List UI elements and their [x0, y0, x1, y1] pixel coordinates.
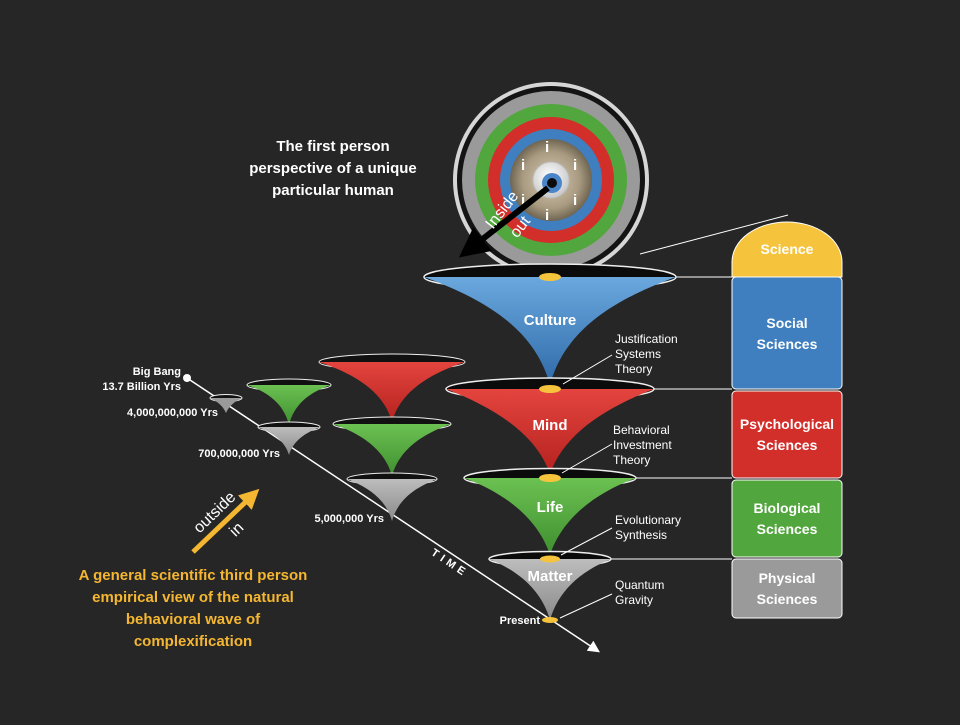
svg-text:i: i: [545, 139, 549, 156]
svg-text:i: i: [573, 192, 577, 209]
life-label: Life: [537, 499, 564, 516]
theory-labels: Justification Systems Theory Behavioral …: [559, 332, 681, 619]
box-social-label-2: Sciences: [757, 336, 818, 352]
footer-line-2: empirical view of the natural: [92, 589, 294, 606]
svg-text:i: i: [521, 192, 525, 209]
science-boxes: Science Social Sciences Psychological Sc…: [731, 221, 843, 619]
time-label-5-million: 5,000,000 Yrs: [314, 513, 384, 525]
time-label-present: Present: [500, 615, 541, 627]
mind-label: Mind: [533, 417, 568, 434]
svg-text:i: i: [573, 157, 577, 174]
outside-in-arrow-icon: [191, 488, 260, 554]
funnel-700-million: [246, 378, 332, 455]
svg-text:i: i: [521, 157, 525, 174]
matter-theory-line-2: Gravity: [615, 593, 653, 607]
funnel-mind: Mind: [445, 377, 655, 474]
inside-out-arrow-icon: [458, 185, 550, 258]
funnel-culture: Culture: [423, 263, 677, 385]
culture-theory-line-3: Theory: [615, 362, 652, 376]
box-biological-sciences: [731, 479, 843, 558]
main-funnel: Culture Mind Life Matter: [423, 263, 677, 623]
funnel-4-billion: [209, 394, 243, 413]
culture-label: Culture: [524, 312, 577, 329]
culture-theory-line-1: Justification: [615, 332, 678, 346]
box-science-label: Science: [761, 241, 814, 257]
funnel-5-million: [318, 353, 466, 521]
big-bang-label-1: Big Bang: [133, 366, 181, 378]
mind-theory-line-2: Investment: [613, 438, 672, 452]
perspective-caption-line-1: The first person: [276, 138, 389, 155]
life-theory-line-2: Synthesis: [615, 528, 667, 542]
footer-line-3: behavioral wave of: [126, 611, 261, 628]
box-psychological-label-2: Sciences: [757, 437, 818, 453]
box-social-label-1: Social: [766, 315, 807, 331]
footer-line-1: A general scientific third person: [79, 567, 308, 584]
outside-in-indicator: outside in: [190, 488, 260, 554]
outside-in-label-2: in: [226, 519, 247, 540]
funnel-matter: Matter: [488, 550, 612, 623]
mind-theory-line-1: Behavioral: [613, 423, 670, 437]
eye-pupil-icon: [547, 178, 557, 188]
box-physical-label-2: Sciences: [757, 591, 818, 607]
box-physical-sciences: [731, 558, 843, 619]
first-person-circle: i i i i i i Inside out: [453, 82, 649, 278]
footer-line-4: complexification: [134, 633, 252, 650]
time-label-700-million: 700,000,000 Yrs: [198, 448, 280, 460]
box-biological-label-2: Sciences: [757, 521, 818, 537]
perspective-caption-line-3: particular human: [272, 182, 394, 199]
box-psychological-label-1: Psychological: [740, 416, 834, 432]
perspective-caption: The first person perspective of a unique…: [249, 138, 417, 199]
matter-label: Matter: [527, 568, 572, 585]
coin-symbols: i i i i i i: [521, 139, 577, 224]
big-bang-point: [183, 374, 191, 382]
box-social-sciences: [731, 276, 843, 390]
big-bang-label-2: 13.7 Billion Yrs: [102, 381, 181, 393]
footer-caption: A general scientific third person empiri…: [79, 567, 308, 650]
funnel-life: Life: [463, 467, 637, 555]
perspective-caption-line-2: perspective of a unique: [249, 160, 417, 177]
box-biological-label-1: Biological: [754, 500, 821, 516]
time-label-4-billion: 4,000,000,000 Yrs: [127, 407, 218, 419]
life-theory-line-1: Evolutionary: [615, 513, 681, 527]
mind-theory-line-3: Theory: [613, 453, 650, 467]
box-physical-label-1: Physical: [759, 570, 816, 586]
box-science: [731, 221, 843, 278]
matter-theory-line-1: Quantum: [615, 578, 664, 592]
culture-theory-line-2: Systems: [615, 347, 661, 361]
svg-text:i: i: [545, 207, 549, 224]
box-psychological-sciences: [731, 390, 843, 479]
